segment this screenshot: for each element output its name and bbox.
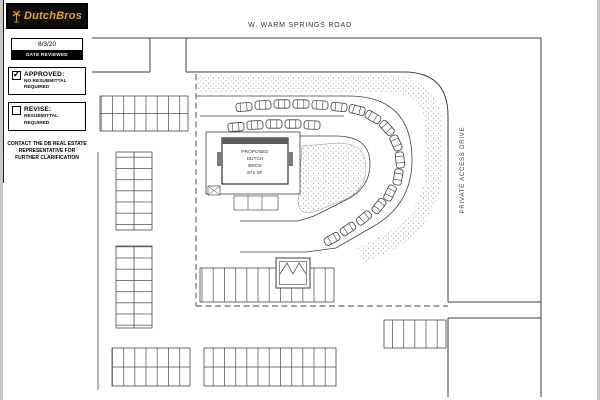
drive-thru-lane <box>196 95 413 253</box>
parking-row-south-center <box>199 267 335 303</box>
date-reviewed-value: 8/3/20 <box>37 41 57 48</box>
entrance-driveway-edges <box>149 38 187 72</box>
car-icon <box>347 103 367 117</box>
car-icon <box>254 100 272 110</box>
sheet-edge-left <box>0 0 3 400</box>
parking-stalls <box>99 95 447 387</box>
date-reviewed-box: 8/3/20 DATE REVIEWED <box>11 38 83 60</box>
logo-wordmark: DutchBros <box>23 10 83 22</box>
trash-gate-chevrons <box>279 262 307 275</box>
revise-text: REVISE: RESUBMITTAL REQUIRED <box>24 106 82 126</box>
landscape-band <box>196 75 443 264</box>
car-icon <box>392 167 404 187</box>
roads <box>92 37 542 397</box>
building-label-line2: DUTCH <box>247 156 264 162</box>
landscape-areas <box>196 75 443 264</box>
trash-enclosure-inner <box>279 261 307 285</box>
car-icon <box>273 99 291 109</box>
car-icon <box>322 231 342 247</box>
windmill-icon <box>12 10 21 23</box>
building-area: PROPOSED DUTCH BROS 871 SF <box>205 131 301 211</box>
car-icon <box>227 121 245 133</box>
car-icon <box>330 101 348 113</box>
building-label-line1: PROPOSED <box>241 149 269 155</box>
sheet-edge-right <box>597 0 600 400</box>
trash-enclosure-outline <box>275 257 311 289</box>
approved-label: APPROVED: <box>24 71 65 78</box>
drive-thru-window-west <box>217 152 222 166</box>
review-title-block: DutchBros 8/3/20 DATE REVIEWED ✓ APPROVE… <box>6 3 88 163</box>
date-reviewed-label: DATE REVIEWED <box>12 50 82 59</box>
patio-pad <box>233 195 279 211</box>
sheet-frame-line <box>3 0 4 183</box>
car-icon <box>311 100 329 110</box>
road-label: W. WARM SPRINGS ROAD <box>248 22 352 29</box>
landscape-island <box>297 142 367 214</box>
revise-label: REVISE: <box>24 106 52 114</box>
dutchbros-logo: DutchBros <box>6 3 88 29</box>
property-boundary <box>195 74 448 307</box>
car-icon <box>382 183 398 203</box>
revise-sublabel: RESUBMITTAL REQUIRED <box>24 114 58 126</box>
car-icon <box>388 133 404 153</box>
car-icon <box>338 220 358 238</box>
car-icon <box>246 120 264 130</box>
car-icon <box>265 119 283 129</box>
building-label-line3: BROS <box>248 163 262 169</box>
lane-outer-edge <box>196 95 413 253</box>
drive-thru-window-east <box>288 152 293 166</box>
car-icon <box>354 209 374 227</box>
revise-stamp: REVISE: RESUBMITTAL REQUIRED <box>8 102 86 131</box>
car-icon <box>284 119 302 129</box>
utility-pad-cross <box>207 185 221 196</box>
approved-text: APPROVED: NO RESUBMITTAL REQUIRED <box>24 71 82 91</box>
revise-checkbox[interactable] <box>12 106 21 116</box>
lane-inner-edge <box>240 135 371 222</box>
car-icon <box>303 120 321 130</box>
approved-stamp: ✓ APPROVED: NO RESUBMITTAL REQUIRED <box>8 67 86 96</box>
east-driveway-edges <box>448 301 541 319</box>
parking-row-southeast <box>383 319 447 349</box>
check-icon: ✓ <box>12 69 21 79</box>
approved-checkbox[interactable]: ✓ <box>12 69 21 80</box>
car-icon <box>394 151 406 169</box>
building-canopy-north <box>222 138 288 144</box>
car-icon <box>235 101 253 113</box>
trash-enclosure <box>275 257 311 289</box>
patio-lines <box>247 196 263 210</box>
contact-note: CONTACT THE DB REAL ESTATE REPRESENTATIV… <box>7 140 87 162</box>
stall-spines <box>100 113 336 368</box>
access-drive-label: PRIVATE ACCESS DRIVE <box>460 127 466 214</box>
site-north-curb <box>92 71 449 302</box>
building-label-line4: 871 SF <box>247 170 263 176</box>
car-icon <box>378 118 396 138</box>
approved-sublabel: NO RESUBMITTAL REQUIRED <box>24 79 67 91</box>
car-icon <box>292 99 310 109</box>
car-icon <box>363 108 383 126</box>
